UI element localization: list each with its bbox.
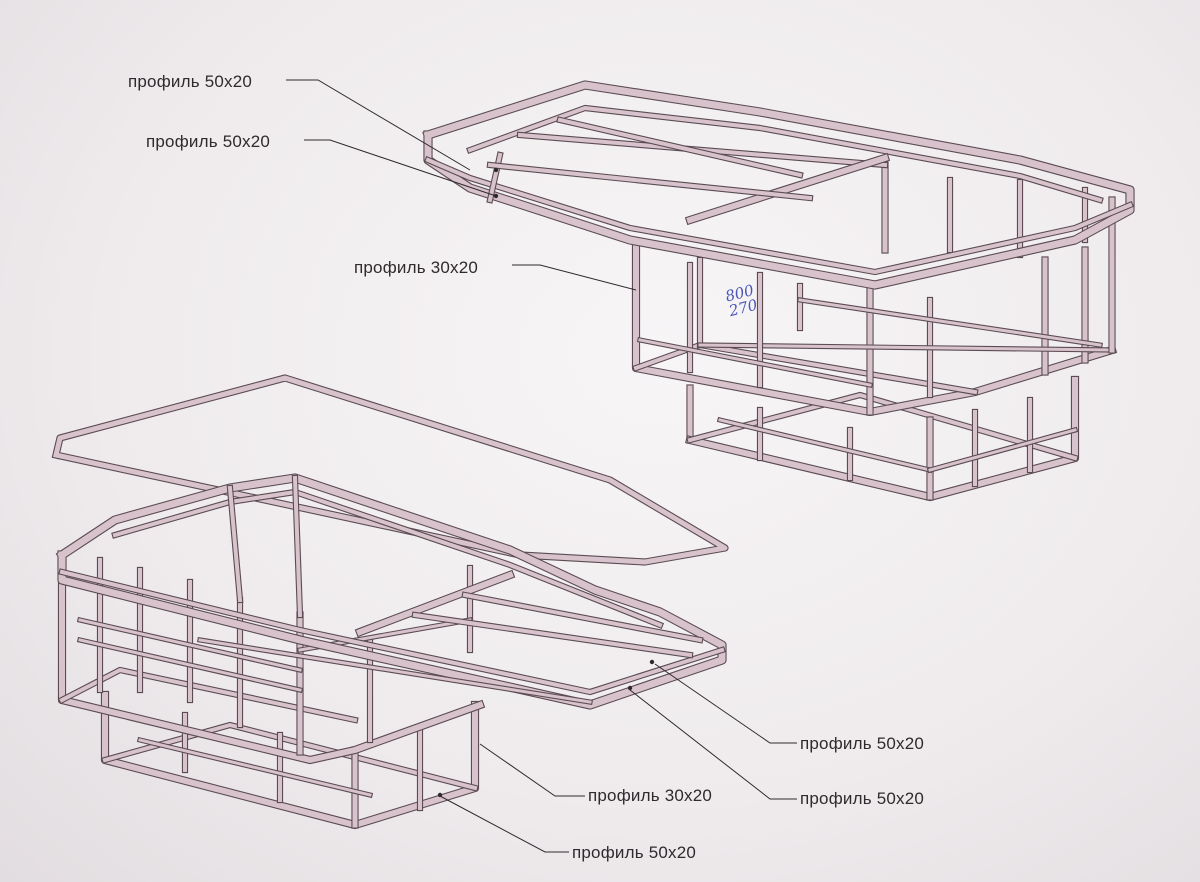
- label-profile-bottom-1: профиль 50x20: [800, 734, 925, 753]
- lower-frame-structure: [51, 374, 729, 830]
- label-profile-top-3: профиль 30x20: [354, 258, 479, 277]
- label-profile-bottom-2: профиль 30x20: [588, 786, 713, 805]
- label-profile-top-1: профиль 50x20: [128, 72, 253, 91]
- label-profile-bottom-4: профиль 50x20: [572, 843, 697, 862]
- leader-lines: [286, 79, 797, 853]
- upper-frame-structure: [422, 80, 1135, 502]
- label-profile-top-2: профиль 50x20: [146, 132, 271, 151]
- label-profile-bottom-3: профиль 50x20: [800, 789, 925, 808]
